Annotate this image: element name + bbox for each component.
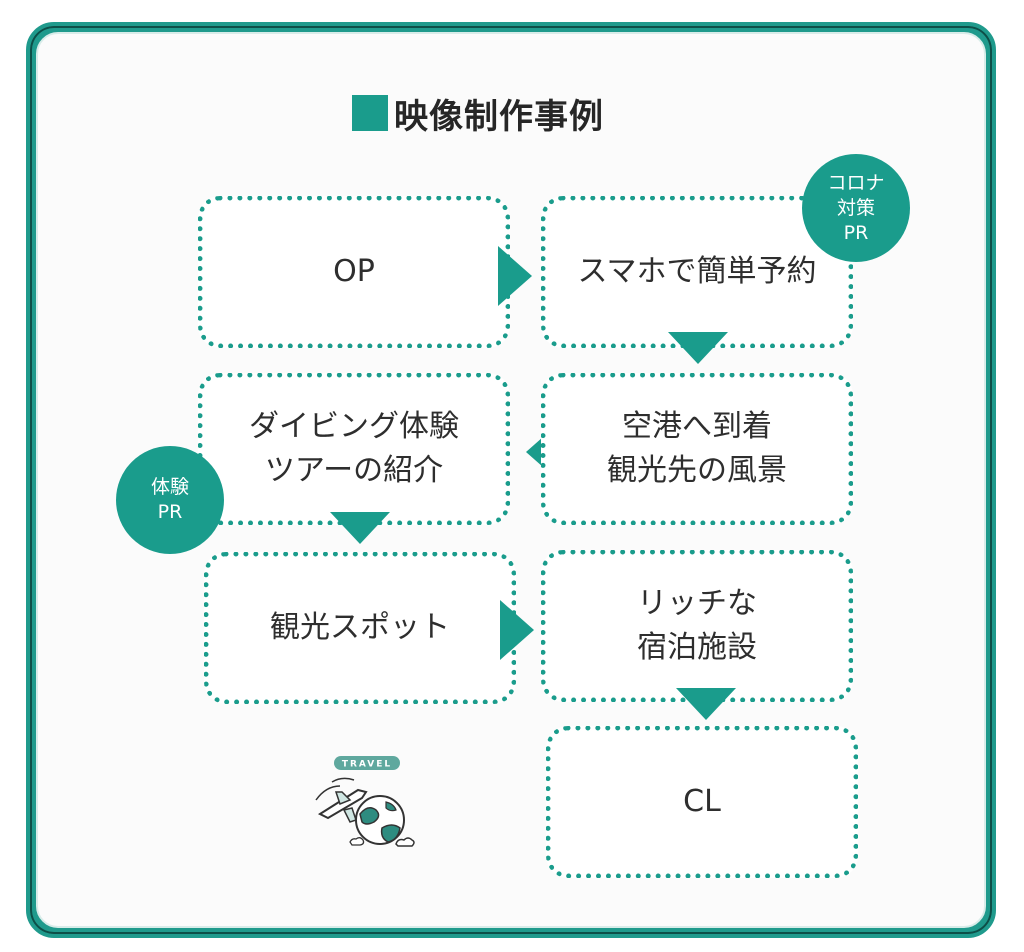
arrow-right-icon <box>498 246 532 306</box>
arrow-down-icon <box>330 512 390 544</box>
node-spots: 観光スポット <box>204 552 516 704</box>
globe-airplane-icon: TRAVEL <box>315 756 415 847</box>
node-facility: リッチな 宿泊施設 <box>541 550 853 702</box>
node-op: OP <box>198 196 510 348</box>
page-title: 映像制作事例 <box>352 88 604 138</box>
badge-experience: 体験 PR <box>116 446 224 554</box>
arrow-down-icon <box>668 332 728 364</box>
arrow-down-icon <box>676 688 736 720</box>
travel-label: TRAVEL <box>342 760 392 770</box>
arrow-right-icon <box>500 600 534 660</box>
node-airport: 空港へ到着 観光先の風景 <box>541 373 853 525</box>
node-cl: CL <box>546 726 858 878</box>
badge-corona: コロナ 対策 PR <box>802 154 910 262</box>
title-square-icon <box>352 95 388 131</box>
node-diving: ダイビング体験 ツアーの紹介 <box>198 373 510 525</box>
title-text: 映像制作事例 <box>394 96 604 137</box>
